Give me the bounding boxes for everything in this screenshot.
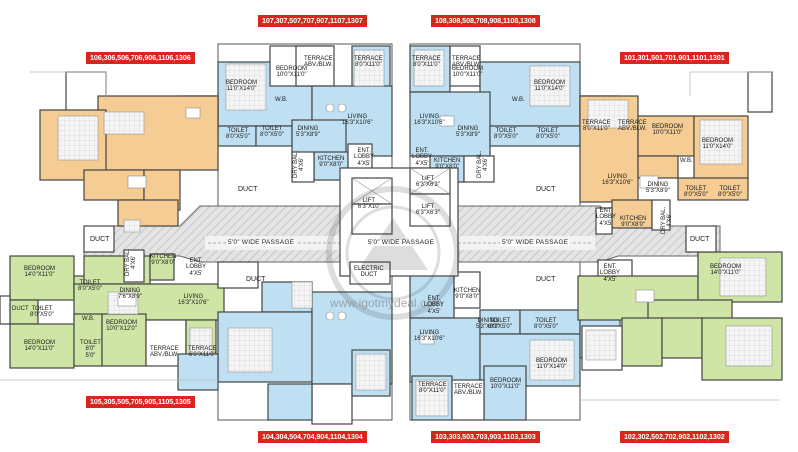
room-label: LIVING 16'3"X10'6" — [414, 330, 445, 343]
room-label: BEDROOM 10'0"X11'0" — [652, 124, 684, 137]
unit-tag-right-lower: 102,302,502,702,902,1102,1302 — [620, 431, 729, 443]
lift-label: LIFT 6'3"X10' — [358, 198, 380, 211]
room-label: BEDROOM 11'0"X14'0" — [536, 358, 568, 371]
unit-tag-left-lower: 105,305,505,705,905,1105,1305 — [86, 396, 195, 408]
room-label: KITCHEN 9'0"X8'0" — [454, 288, 481, 301]
unit-top-left — [177, 45, 393, 183]
room-label: BEDROOM 14'0"X11'0" — [710, 264, 742, 277]
room-label: TOILET 8'0"X5'0" — [536, 128, 560, 141]
room-label: TOILET 8'0"X5'0" — [488, 318, 512, 331]
room-label: LIVING 16'3"X10'6" — [342, 114, 373, 127]
unit-tag-right-upper: 101,301,501,701,901,1101,1301 — [620, 52, 729, 64]
room-label: TOILET 8'0" 5'0" — [80, 340, 101, 359]
room-label: DINING 7'6"X8'9" — [118, 288, 142, 301]
room-label: TOILET 8'0"X5'0" — [494, 128, 518, 141]
side-ducts — [83, 225, 717, 253]
room-label: TOILET 8'0"X5'0" — [78, 280, 102, 293]
passage-label: 5'0" WIDE PASSAGE — [366, 239, 437, 247]
unit-tag-left-upper: 106,306,506,706,906,1106,1306 — [86, 52, 195, 64]
duct-label: DUCT — [536, 276, 556, 283]
room-label: KITCHEN 9'0"X8'0" — [150, 254, 177, 267]
room-label: ENT. LOBBY 4'X5' — [186, 258, 207, 277]
room-label: TERRACE 8'0"X11'0" — [418, 382, 447, 395]
room-label: TOILET 8'0"X5'0" — [30, 306, 54, 319]
lift-label: LIFT 6'3"X6'3" — [416, 176, 440, 189]
room-label: BEDROOM 11'0"X14'0" — [702, 138, 734, 151]
room-label: KITCHEN 9'0"X8'0" — [434, 158, 461, 171]
room-label: DRY BAL. 4'X6' — [125, 248, 138, 276]
unit-tag-top-left: 107,307,507,707,907,1107,1307 — [258, 15, 367, 27]
room-label: W.B. — [680, 158, 693, 164]
unit-right-upper — [579, 71, 773, 235]
room-label: TOILET 8'0"X5'0" — [260, 126, 284, 139]
unit-right-lower — [577, 251, 783, 381]
room-label: BEDROOM 11'0"X14'0" — [534, 80, 566, 93]
room-label: TERRACE 8'0"X11'0" — [582, 120, 611, 133]
room-label: TOILET 8'0"X5'0" — [226, 128, 250, 141]
room-label: TERRACE ABV./BLW. — [150, 346, 179, 359]
room-label: W.B. — [512, 97, 525, 103]
duct-label: DUCT — [90, 236, 110, 243]
room-label: DRY BAL. 4'X6' — [477, 150, 490, 178]
room-label: TERRACE ABV./BLW. — [304, 56, 333, 69]
room-label: TERRACE 6'0"X11'0" — [188, 346, 217, 359]
passage-label: 5'0" WIDE PASSAGE — [500, 239, 571, 247]
unit-tag-bottom-left: 104,304,504,704,904,1104,1304 — [258, 431, 367, 443]
room-label: TERRACE 8'0"X11'0" — [412, 56, 441, 69]
duct-label: DUCT — [238, 186, 258, 193]
unit-tag-bottom-right: 103,303,503,703,903,1103,1303 — [431, 431, 540, 443]
room-label: DUCT — [12, 306, 29, 312]
room-label: W.B. — [275, 97, 288, 103]
room-label: DRY BAL. 4'X6' — [661, 206, 674, 234]
room-label: LIVING 16'3"X10'6" — [178, 294, 209, 307]
room-label: KITCHEN 9'0"X8'0" — [318, 156, 345, 169]
duct-label: DUCT — [536, 186, 556, 193]
room-label: DINING 5'3"X8'9" — [646, 182, 670, 195]
room-label: TERRACE 8'0"X11'0" — [354, 56, 383, 69]
unit-left-upper — [39, 71, 219, 233]
core — [339, 167, 459, 285]
room-label: ENT. LOBBY 4'X5' — [596, 208, 617, 227]
room-label: TERRACE ABV./BLW. — [452, 56, 481, 69]
lift-label: LIFT 6'3"X6'3" — [416, 204, 440, 217]
unit-left-lower — [0, 249, 225, 369]
room-label: BEDROOM 10'0"X11'0" — [452, 66, 484, 79]
unit-bottom-left — [177, 261, 393, 425]
room-label: ENT. LOBBY 4'X5' — [412, 148, 433, 167]
passage-label: 5'0" WIDE PASSAGE — [226, 239, 297, 247]
room-label: TOILET 8'0"X5'0" — [684, 186, 708, 199]
duct-label: DUCT — [246, 276, 266, 283]
room-label: DINING 5'3"X8'9" — [296, 126, 320, 139]
room-label: TERRACE ABV./BLW. — [454, 384, 483, 397]
room-label: BEDROOM 10'0"X12'0" — [106, 320, 138, 333]
room-label: ENT. LOBBY 4'X5' — [600, 264, 621, 283]
room-label: KITCHEN 9'0"X8'0" — [620, 216, 647, 229]
room-label: BEDROOM 10'0"X11'0" — [276, 66, 308, 79]
outer-frames — [0, 71, 780, 401]
room-label: LIVING 16'3"X10'6" — [602, 174, 633, 187]
watermark-text: www.igotmydeal.com — [330, 296, 443, 310]
electric-duct-label: ELECTRIC DUCT — [354, 266, 384, 279]
room-label: DINING 5'3"X8'9" — [476, 318, 500, 331]
room-label: BEDROOM 14'0"X11'0" — [24, 340, 56, 353]
room-label: W.B. — [82, 316, 95, 322]
room-label: DINING 5'3"X8'9" — [456, 126, 480, 139]
room-label: TERRACE ABV./BLW. — [618, 120, 647, 133]
room-label: ENT. LOBBY 4'X5' — [424, 296, 445, 315]
duct-label: DUCT — [690, 236, 710, 243]
room-label: TOILET 8'0"X5'0" — [718, 186, 742, 199]
room-label: BEDROOM 10'0"X11'0" — [490, 378, 522, 391]
unit-tag-top-right: 108,308,508,708,908,1108,1308 — [431, 15, 540, 27]
furniture — [117, 103, 659, 345]
room-label: BEDROOM 14'0"X11'0" — [24, 266, 56, 279]
room-label: LIVING 16'3"X10'6" — [414, 114, 445, 127]
room-label: BEDROOM 11'0"X14'0" — [226, 80, 258, 93]
room-label: TOILET 8'0"X5'0" — [534, 318, 558, 331]
room-label: DRY BAL. 4'X6' — [293, 150, 306, 178]
room-label: ENT. LOBBY 4'X5' — [354, 148, 375, 167]
